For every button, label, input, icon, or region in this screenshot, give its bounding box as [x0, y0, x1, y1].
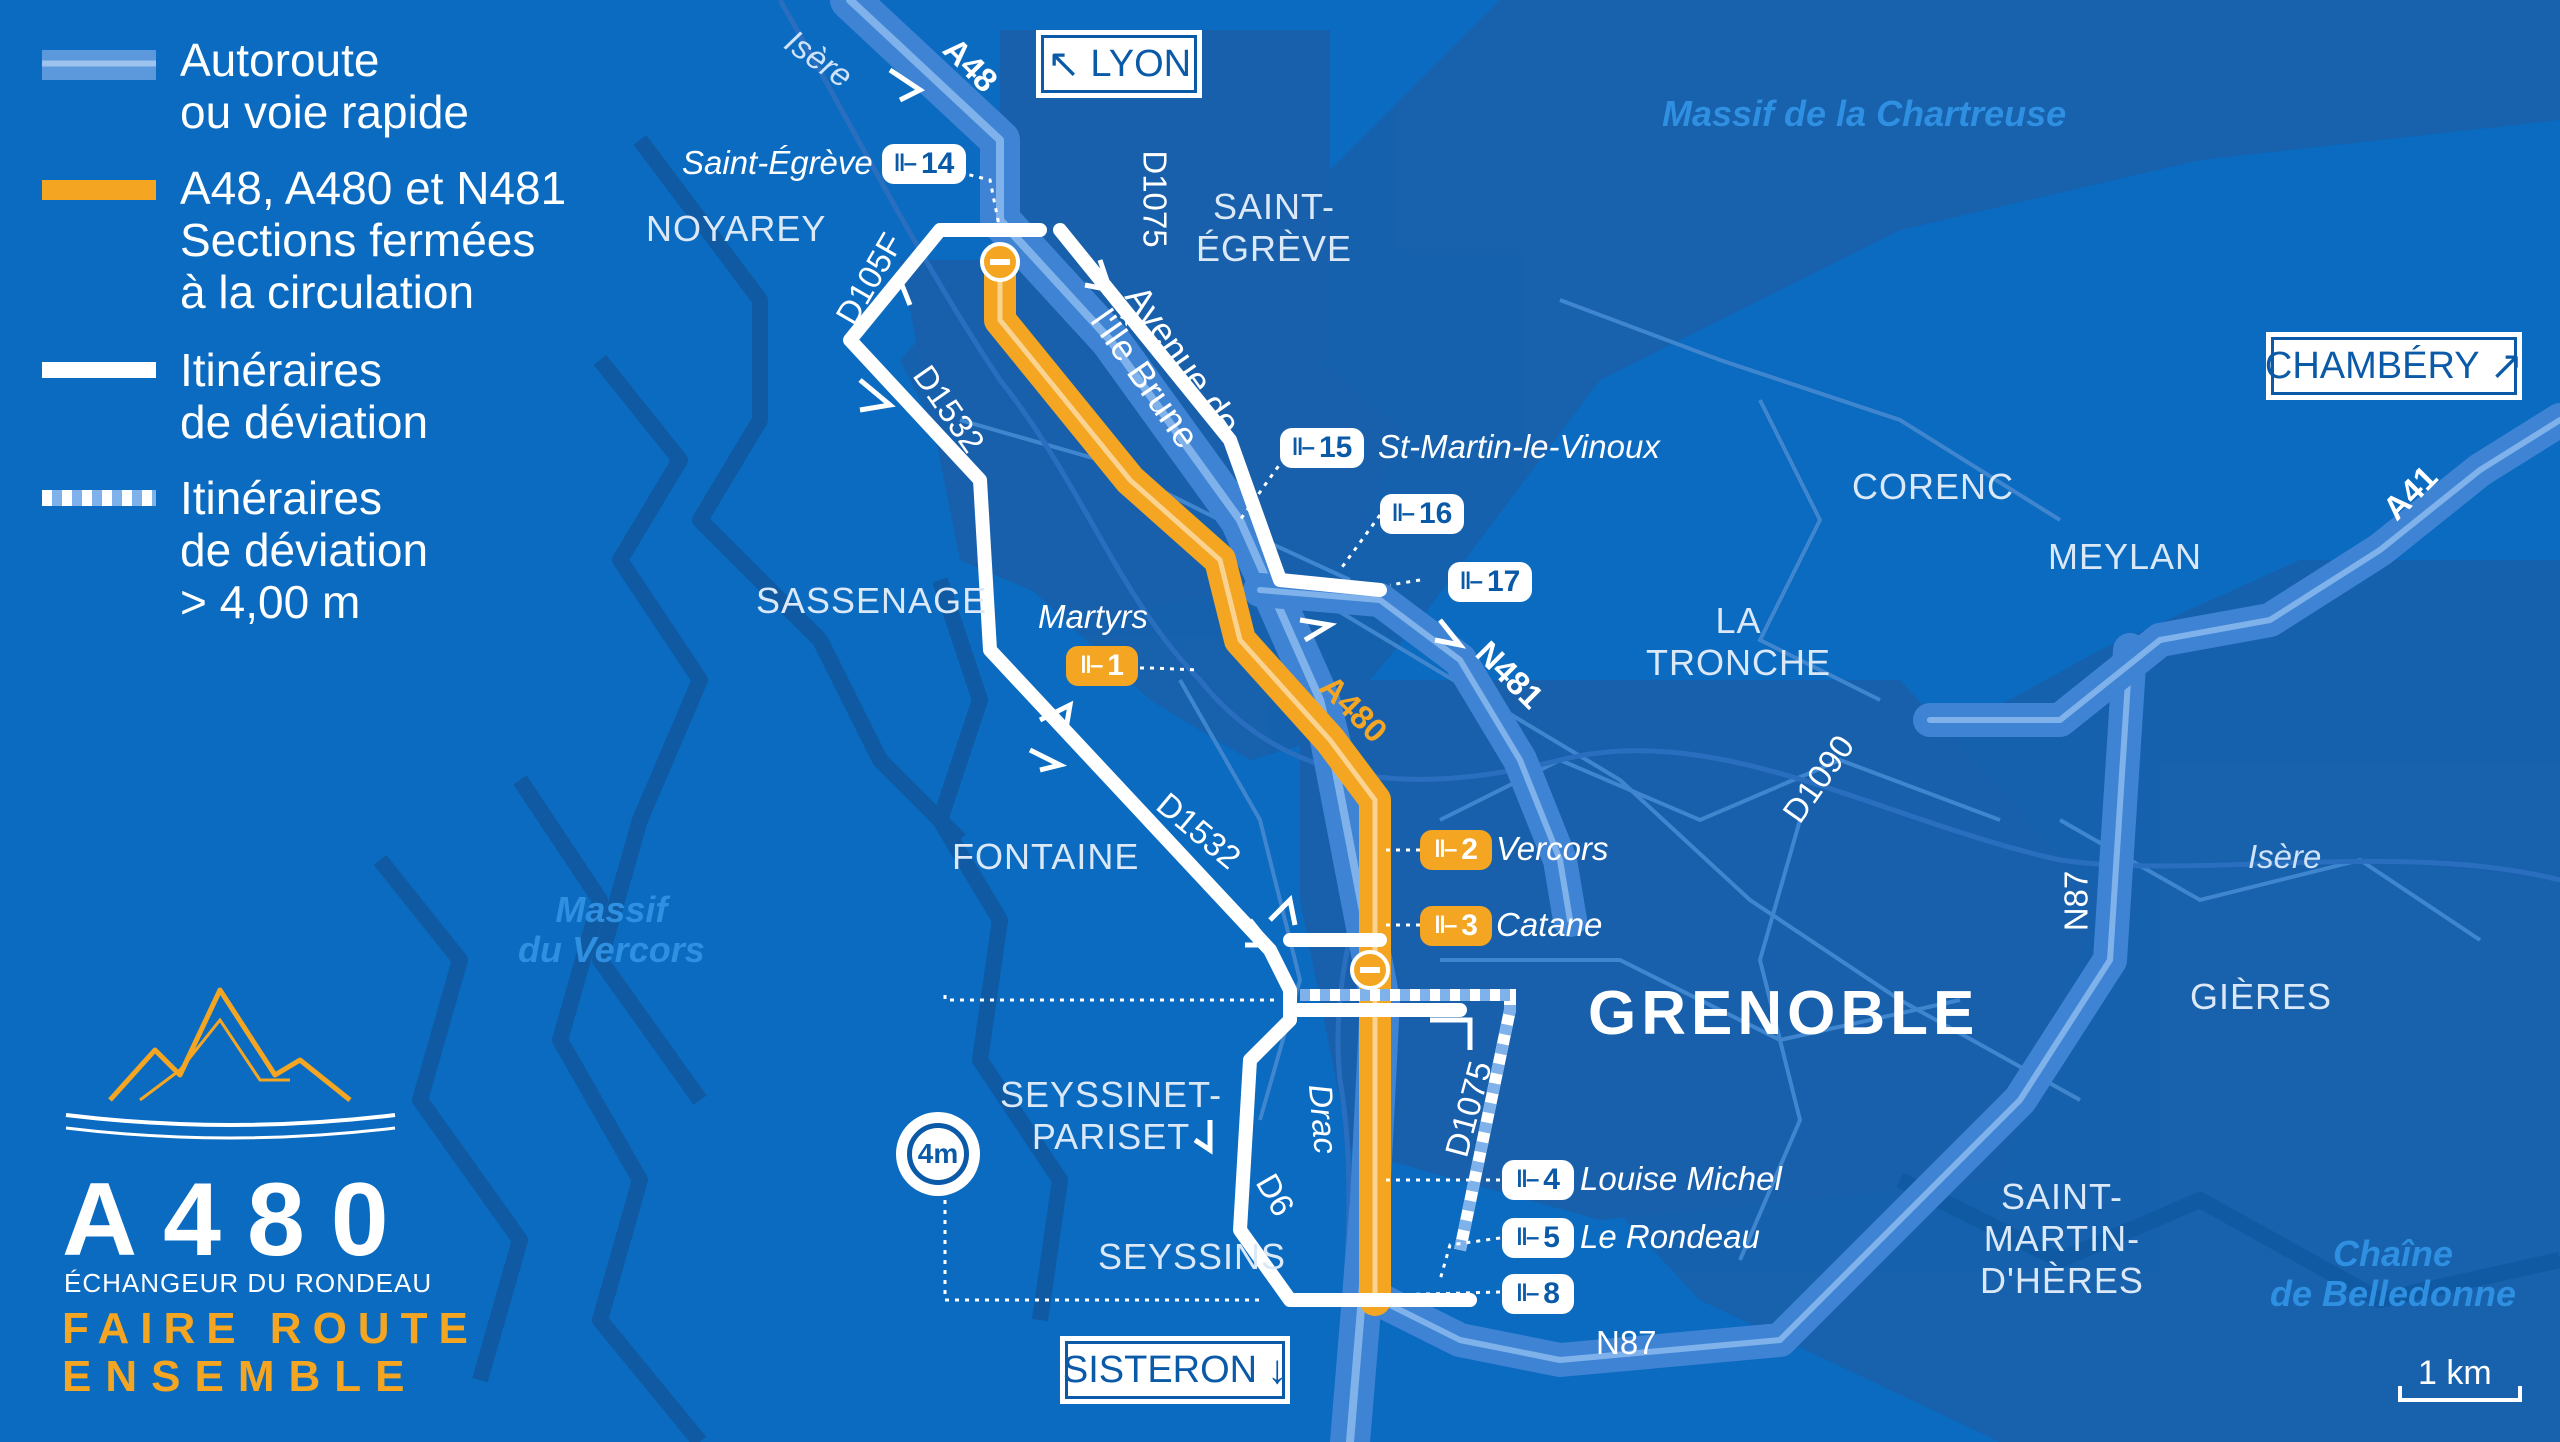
height-limit-sign: 4m — [896, 1112, 980, 1196]
detour-arrows — [858, 67, 1473, 1155]
mountain-icon — [65, 987, 396, 1140]
exit-icon: ‖– — [893, 150, 917, 177]
road-label-d1075-top: D1075 — [1136, 150, 1174, 248]
arrow-down-icon: ↓ — [1267, 1347, 1288, 1392]
legend-motorway-label: Autoroute ou voie rapide — [180, 34, 469, 138]
exit-badge-3: ‖–3 — [1420, 906, 1492, 946]
legend-swatch-detour — [42, 362, 156, 378]
town-grenoble: GRENOBLE — [1588, 979, 1980, 1048]
closure-markers — [980, 242, 1390, 990]
road-label-drac: Drac — [1301, 1082, 1345, 1156]
exit-name-4: Louise Michel — [1580, 1160, 1782, 1197]
town-sassenage: SASSENAGE — [756, 580, 988, 621]
arrow-up-left-icon: ↖ — [1046, 42, 1081, 86]
massif-belledonne: Chaîne de Belledonne — [2270, 1233, 2517, 1314]
town-saint-egreve: SAINT- ÉGRÈVE — [1196, 186, 1353, 269]
logo-tagline-1: FAIRE ROUTE — [62, 1304, 479, 1353]
exit-badge-14: ‖–14 — [882, 144, 966, 184]
exit-badge-4: ‖–4 — [1502, 1160, 1574, 1200]
exit-icon: ‖– — [1516, 1224, 1539, 1251]
vercors-relief — [373, 135, 2560, 1442]
exit-icon: ‖– — [1391, 500, 1415, 527]
legend-swatch-motorway — [42, 50, 156, 80]
town-saint-martin-d-heres: SAINT- MARTIN- D'HÈRES — [1980, 1176, 2144, 1301]
exit-num-14: 14 — [920, 147, 955, 180]
town-la-tronche: LA TRONCHE — [1646, 600, 1831, 683]
exit-num-16: 16 — [1418, 497, 1453, 530]
exit-num-1: 1 — [1107, 649, 1124, 682]
legend-detour-high-label: Itinéraires de déviation > 4,00 m — [180, 472, 429, 628]
massif-vercors: Massif du Vercors — [518, 889, 705, 970]
legend-swatch-closed — [42, 180, 156, 200]
legend-closed-label: A48, A480 et N481 Sections fermées à la … — [180, 162, 567, 318]
exit-name-14: Saint-Égrève — [682, 144, 873, 181]
direction-sisteron-label: SISTERON — [1062, 1348, 1258, 1391]
exit-badge-15: ‖–15 — [1280, 428, 1364, 468]
town-seyssinet: SEYSSINET- PARISET — [1000, 1074, 1223, 1157]
direction-sisteron: SISTERON ↓ — [1060, 1336, 1290, 1404]
exit-name-15: St-Martin-le-Vinoux — [1378, 428, 1660, 465]
exit-icon: ‖– — [1434, 912, 1457, 939]
town-meylan: MEYLAN — [2048, 536, 2203, 577]
exit-num-2: 2 — [1461, 833, 1478, 866]
exit-name-2: Vercors — [1496, 830, 1609, 867]
town-gieres: GIÈRES — [2190, 976, 2333, 1017]
exit-icon: ‖– — [1459, 568, 1483, 595]
exit-icon: ‖– — [1291, 434, 1315, 461]
direction-chambery-label: CHAMBÉRY — [2264, 344, 2480, 387]
detour-high-routes — [1300, 989, 1516, 1252]
arrow-up-right-icon: ↗ — [2489, 344, 2524, 388]
exit-badge-5: ‖–5 — [1502, 1218, 1574, 1258]
river-label-isere-b: Isère — [2248, 838, 2322, 875]
scale-bar — [2398, 1386, 2522, 1402]
exit-num-8: 8 — [1543, 1277, 1560, 1310]
exit-icon: ‖– — [1434, 836, 1457, 863]
detour-routes — [843, 223, 1477, 1307]
town-noyarey: NOYAREY — [646, 208, 827, 249]
minor-roads — [959, 298, 2482, 1261]
exit-badge-1: ‖–1 — [1066, 646, 1138, 686]
exit-icon: ‖– — [1516, 1280, 1539, 1307]
logo-subtitle: ÉCHANGEUR DU RONDEAU — [64, 1268, 433, 1298]
town-seyssins: SEYSSINS — [1098, 1236, 1287, 1277]
closed-sections — [984, 244, 1391, 1316]
exit-badge-8: ‖–8 — [1502, 1274, 1574, 1314]
exit-name-1: Martyrs — [1038, 598, 1148, 635]
legend-swatch-detour-high — [42, 490, 156, 506]
direction-chambery: CHAMBÉRY ↗ — [2264, 332, 2524, 400]
direction-lyon-label: LYON — [1090, 42, 1192, 85]
road-label-n87-b: N87 — [1596, 1324, 1657, 1361]
massif-chartreuse: Massif de la Chartreuse — [1662, 93, 2067, 134]
exit-icon: ‖– — [1080, 652, 1103, 679]
exit-name-3: Catane — [1496, 906, 1603, 943]
scale-label: 1 km — [2418, 1354, 2492, 1392]
legend-detour-label: Itinéraires de déviation — [180, 344, 429, 448]
exit-badge-16: ‖–16 — [1380, 494, 1464, 534]
town-fontaine: FONTAINE — [952, 836, 1140, 877]
road-label-n87-a: N87 — [2057, 870, 2095, 932]
exit-num-5: 5 — [1543, 1221, 1560, 1254]
logo-tagline-2: ENSEMBLE — [62, 1352, 419, 1401]
exit-badge-2: ‖–2 — [1420, 830, 1492, 870]
exit-name-5: Le Rondeau — [1580, 1218, 1760, 1255]
direction-lyon: ↖ LYON — [1036, 30, 1202, 98]
height-limit-label: 4m — [917, 1138, 959, 1169]
exit-num-15: 15 — [1318, 431, 1353, 464]
town-corenc: CORENC — [1852, 466, 2015, 507]
exit-num-4: 4 — [1543, 1163, 1560, 1196]
exit-icon: ‖– — [1516, 1166, 1539, 1193]
exit-num-3: 3 — [1461, 909, 1478, 942]
exit-badge-17: ‖–17 — [1448, 562, 1532, 602]
exit-num-17: 17 — [1486, 565, 1521, 598]
logo-title: A480 — [62, 1162, 415, 1278]
urban-areas — [900, 0, 2560, 1442]
